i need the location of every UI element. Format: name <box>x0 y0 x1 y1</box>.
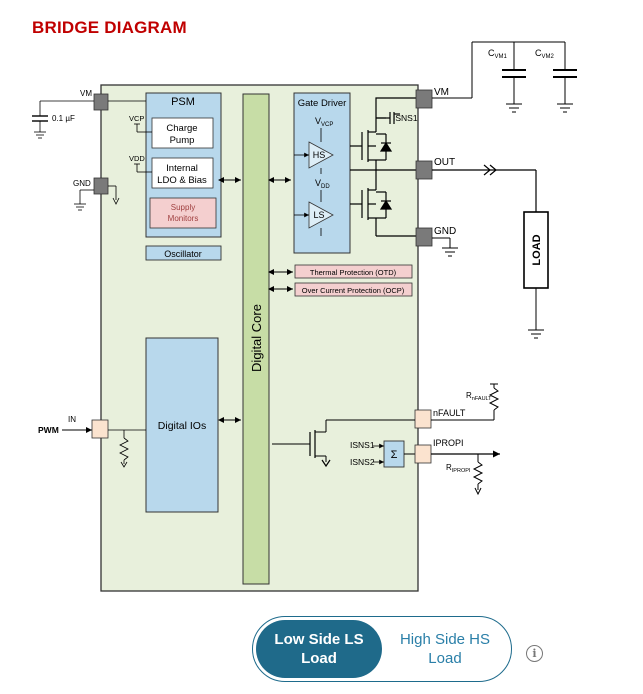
pin-nfault-label: nFAULT <box>433 408 466 418</box>
bridge-diagram: PSM Charge Pump Internal LDO & Bias Supp… <box>32 41 577 592</box>
svg-text:LDO & Bias: LDO & Bias <box>157 175 207 186</box>
ls-label: LS <box>313 210 324 220</box>
svg-text:RnFAULT: RnFAULT <box>466 391 492 402</box>
digital-ios-label: Digital IOs <box>158 420 206 432</box>
power-fets <box>350 97 416 237</box>
pin-out <box>415 160 433 180</box>
digital-core-bar <box>242 93 270 585</box>
psm-label: PSM <box>171 96 195 108</box>
pin-nfault <box>414 409 432 429</box>
isns1-fet-label: ISNS1 <box>393 113 418 123</box>
rfault-label: R <box>466 391 472 400</box>
pwm-label: PWM <box>38 425 59 435</box>
thermal-protection-block <box>294 264 413 279</box>
cvm2-label: C <box>535 48 542 58</box>
vdd-pin-label: VDD <box>129 154 145 163</box>
cvm1-label: C <box>488 48 495 58</box>
svg-text:Monitors: Monitors <box>168 214 199 223</box>
ocp-block <box>294 282 413 297</box>
oscillator-label: Oscillator <box>164 249 202 259</box>
pin-gnd-left <box>93 177 109 195</box>
vcp-pin-label: VCP <box>129 114 144 123</box>
ripropi-label: R <box>446 463 452 472</box>
gate-driver-block: Gate Driver VVCP HS VDD LS <box>293 92 351 254</box>
hs-label: HS <box>313 150 326 160</box>
pin-ipropi <box>414 444 432 464</box>
pin-gnd-right-label: GND <box>434 226 456 237</box>
svg-text:VDD: VDD <box>315 178 330 190</box>
charge-pump-label: Charge <box>166 123 197 134</box>
info-icon[interactable]: i <box>526 645 543 662</box>
cap-value-label: 0.1 µF <box>52 114 75 123</box>
oscillator-block <box>145 245 222 261</box>
digital-core-label: Digital Core <box>249 304 264 372</box>
pin-vm-left-label: VM <box>80 89 92 98</box>
pin-in <box>91 419 109 439</box>
svg-text:CVM2: CVM2 <box>535 48 555 60</box>
svg-text:Pump: Pump <box>170 135 195 146</box>
sigma-label: Σ <box>391 449 398 461</box>
digital-ios-block <box>145 337 219 513</box>
low-side-load-option[interactable]: Low Side LS Load <box>256 620 382 678</box>
pin-vm-right <box>415 89 433 109</box>
load-label: LOAD <box>531 234 543 265</box>
svg-text:CVM1: CVM1 <box>488 48 508 60</box>
isns1-sum-label: ISNS1 <box>350 440 375 450</box>
ocp-label: Over Current Protection (OCP) <box>302 286 405 295</box>
supply-monitors-label: Supply <box>171 203 195 212</box>
isns2-sum-label: ISNS2 <box>350 457 375 467</box>
svg-text:VVCP: VVCP <box>315 116 333 128</box>
high-side-load-option[interactable]: High Side HS Load <box>399 631 491 667</box>
pin-gnd-left-label: GND <box>73 179 91 188</box>
psm-block: PSM Charge Pump Internal LDO & Bias Supp… <box>145 92 222 238</box>
svg-text:RIPROPI: RIPROPI <box>446 463 471 474</box>
pin-out-label: OUT <box>434 157 455 168</box>
thermal-protection-label: Thermal Protection (OTD) <box>310 268 397 277</box>
gate-driver-label: Gate Driver <box>298 98 347 109</box>
pin-vm-right-label: VM <box>434 87 449 98</box>
load-type-toggle: Low Side LS Load High Side HS Load <box>252 616 512 682</box>
pin-in-label: IN <box>68 415 76 424</box>
pin-ipropi-label: IPROPI <box>433 438 464 448</box>
pin-vm-left <box>93 93 109 111</box>
page-title: BRIDGE DIAGRAM <box>32 18 187 37</box>
internal-ldo-label: Internal <box>166 163 198 174</box>
pin-gnd-right <box>415 227 433 247</box>
